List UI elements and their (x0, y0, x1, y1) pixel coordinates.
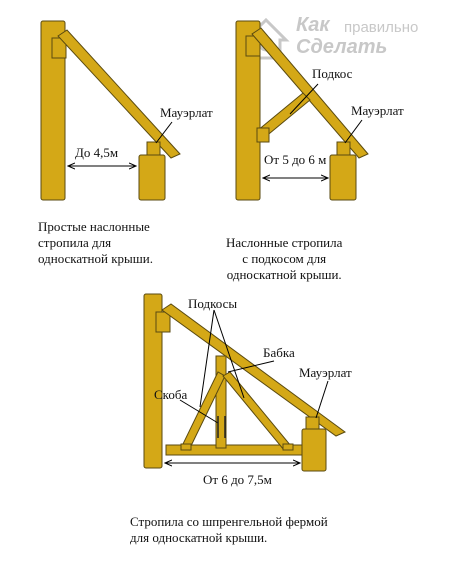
label-king-post-3: Бабка (263, 345, 295, 360)
caption-1-line: Простые наслонные (38, 219, 150, 234)
caption-2-line: Наслонные стропила (226, 235, 343, 250)
leader-king-post-3 (227, 360, 275, 373)
label-mauerlat-1: Мауэрлат (160, 105, 213, 120)
caption-1-line: стропила для (38, 235, 112, 250)
label-span-1: До 4,5м (75, 145, 119, 160)
watermark-word-pravilno: правильно (344, 19, 419, 36)
diagram-3-truss-rafters (143, 293, 346, 472)
rafter-1 (57, 29, 181, 159)
strut-support-block-2 (256, 127, 270, 143)
leader-mauerlat-3 (315, 380, 329, 419)
leader-mauerlat-1 (155, 121, 173, 144)
mauerlat-2 (336, 141, 351, 156)
king-post-3 (215, 355, 227, 449)
caption-1-line: односкатной крыши. (38, 251, 153, 266)
wall-2 (329, 154, 357, 201)
leader-struts-right-3 (213, 309, 245, 399)
label-strut-2: Подкос (312, 66, 353, 81)
watermark-word-sdelat: Сделать (296, 36, 388, 58)
diagram-1-simple-rafters (40, 20, 181, 201)
caption-3-line: для односкатной крыши. (130, 530, 268, 545)
label-span-3: От 6 до 7,5м (203, 472, 272, 487)
leader-clamp-3 (179, 399, 219, 424)
mauerlat-1 (146, 141, 161, 156)
caption-3-line: Стропила со шпренгельной фермой (130, 514, 328, 529)
label-mauerlat-2: Мауэрлат (351, 103, 404, 118)
rafter-support-block-2 (245, 35, 261, 57)
wall-post-3 (143, 293, 163, 469)
caption-2-line: односкатной крыши. (226, 267, 342, 282)
rafter-support-block-3 (155, 311, 171, 333)
caption-2: Наслонные стропила с подкосом для односк… (226, 235, 342, 283)
label-clamp-3: Скоба (154, 387, 188, 402)
rafter-support-block-1 (51, 37, 67, 59)
label-span-2: От 5 до 6 м (264, 152, 327, 167)
caption-3: Стропила со шпренгельной фермой для одно… (130, 514, 328, 546)
site-watermark: Как правильно Сделать (240, 14, 445, 60)
label-mauerlat-3: Мауэрлат (299, 365, 352, 380)
strut-foot-right-3 (282, 443, 294, 451)
strut-foot-left-3 (180, 443, 192, 451)
leader-strut-2 (289, 83, 319, 115)
diagram-2-rafters-with-strut (235, 20, 369, 201)
strut-right-3 (222, 371, 292, 451)
wall-3 (301, 428, 327, 472)
label-struts-3: Подкосы (188, 296, 238, 311)
leader-struts-left-3 (199, 309, 215, 408)
watermark-word-kak: Как (296, 14, 330, 36)
wall-post-2 (235, 20, 261, 201)
rafter-3 (161, 303, 346, 437)
caption-1: Простые наслонные стропила для односкатн… (38, 219, 153, 267)
wall-1 (138, 154, 166, 201)
wall-post-1 (40, 20, 66, 201)
caption-2-line: с подкосом для (242, 251, 327, 266)
leader-mauerlat-2 (344, 119, 363, 144)
mauerlat-3 (305, 416, 320, 430)
